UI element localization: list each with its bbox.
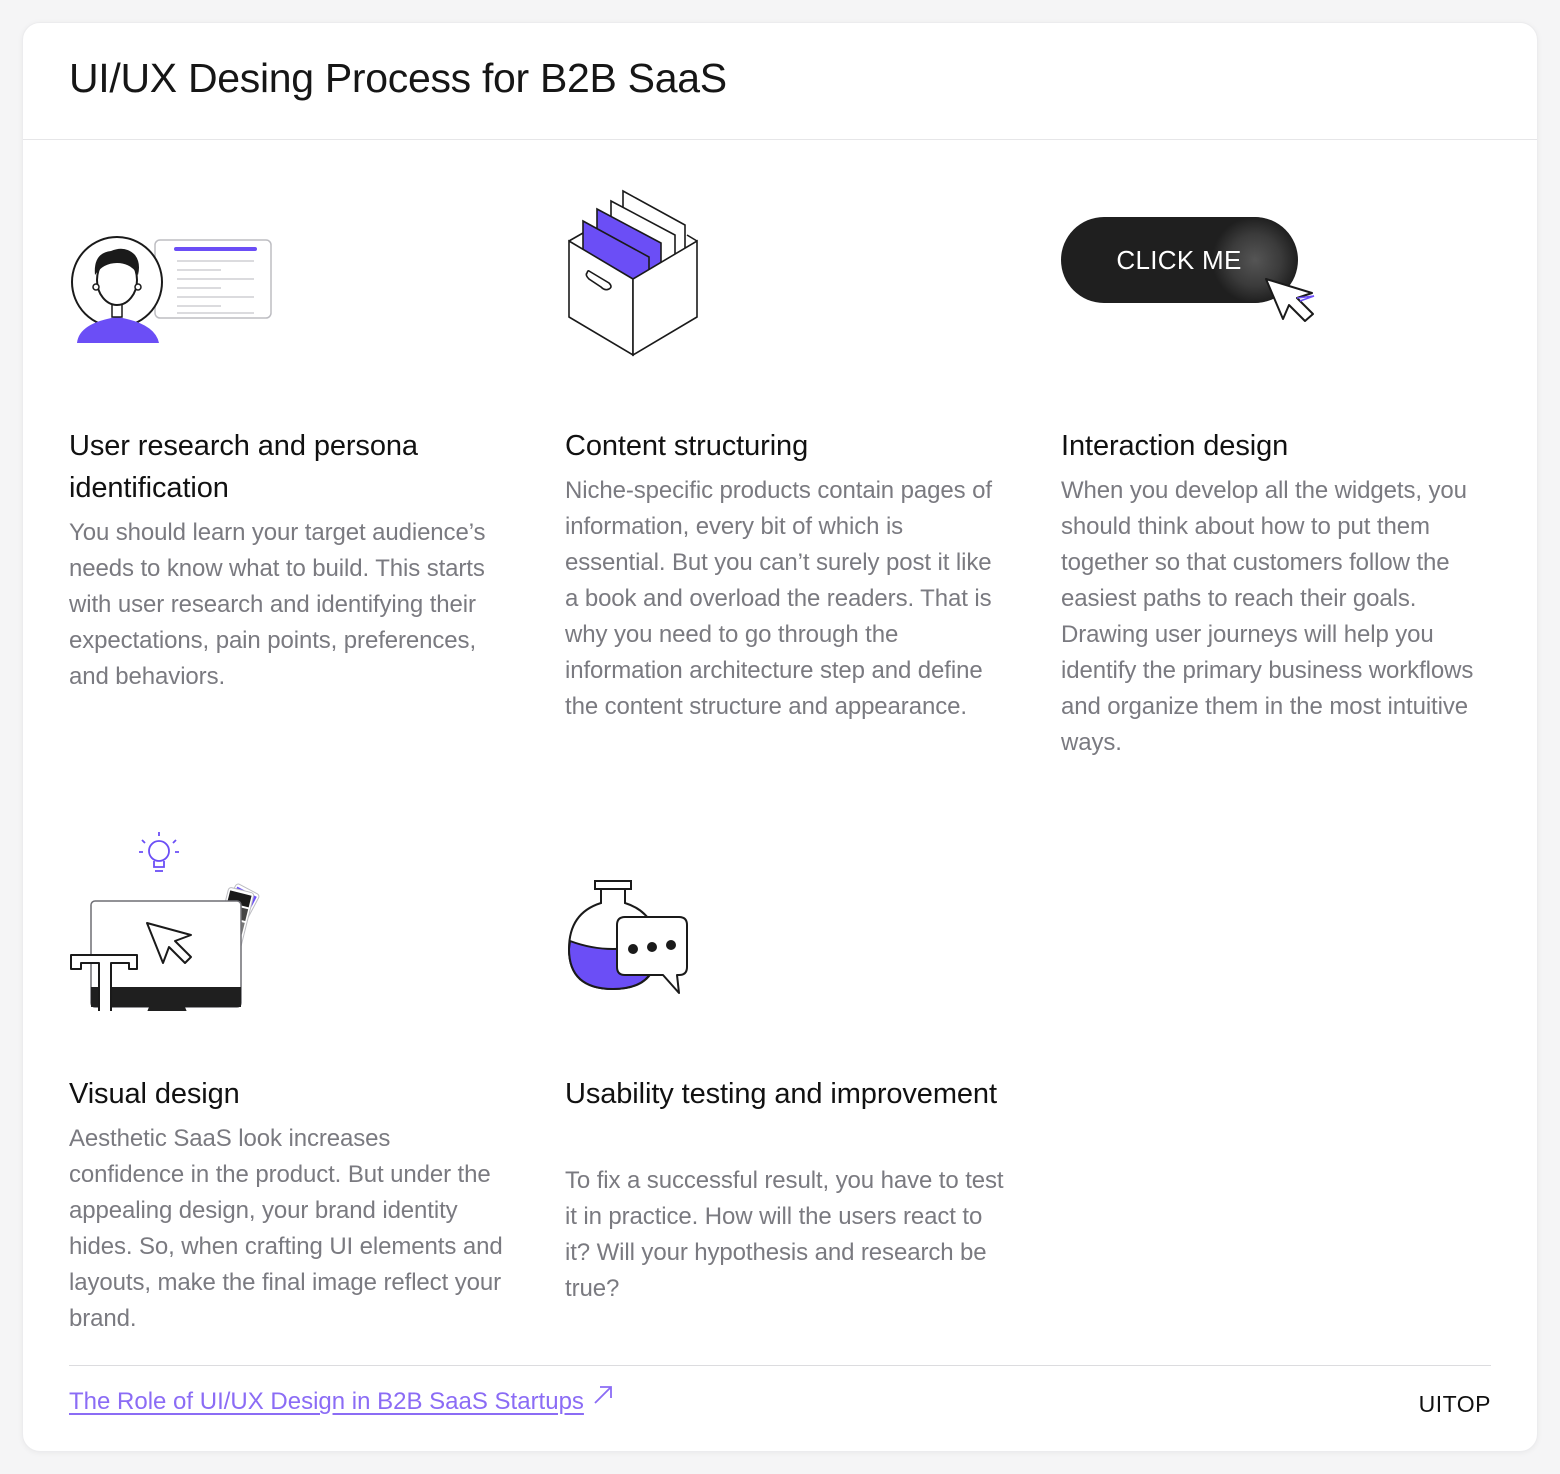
page-title: UI/UX Desing Process for B2B SaaS [69, 54, 727, 101]
article-link-text[interactable]: The Role of UI/UX Design in B2B SaaS Sta… [69, 1388, 584, 1415]
step-title: Visual design [69, 1078, 240, 1110]
click-button-icon: CLICK ME [1061, 217, 1323, 334]
footer-divider [69, 1365, 1491, 1366]
step-description: Aesthetic SaaS look increases confidence… [69, 1125, 503, 1332]
step-title: Interaction design [1061, 430, 1289, 462]
step-description: To fix a successful result, you have to … [565, 1167, 1004, 1302]
brand-logo: UITOP [1418, 1391, 1491, 1417]
persona-icon [69, 183, 279, 348]
lightbulb-icon [139, 832, 179, 872]
external-arrow-icon[interactable] [592, 1384, 614, 1413]
card: UI/UX Desing Process for B2B SaaS [22, 22, 1538, 1452]
step-description: When you develop all the widgets, you sh… [1061, 477, 1474, 756]
monitor-palette-icon [69, 831, 309, 1028]
step-description: Niche-specific products contain pages of… [565, 477, 992, 720]
article-link[interactable]: The Role of UI/UX Design in B2B SaaS Sta… [69, 1385, 614, 1416]
flask-chat-icon [565, 879, 695, 1004]
step-title: User research and persona identification [69, 430, 418, 504]
step-title: Content structuring [565, 430, 809, 462]
step-description: You should learn your target audience’s … [69, 519, 486, 690]
click-me-label: CLICK ME [1116, 244, 1242, 275]
file-box-icon [565, 183, 715, 368]
step-title: Usability testing and improvement [565, 1078, 997, 1110]
card-header: UI/UX Desing Process for B2B SaaS [23, 23, 1537, 140]
